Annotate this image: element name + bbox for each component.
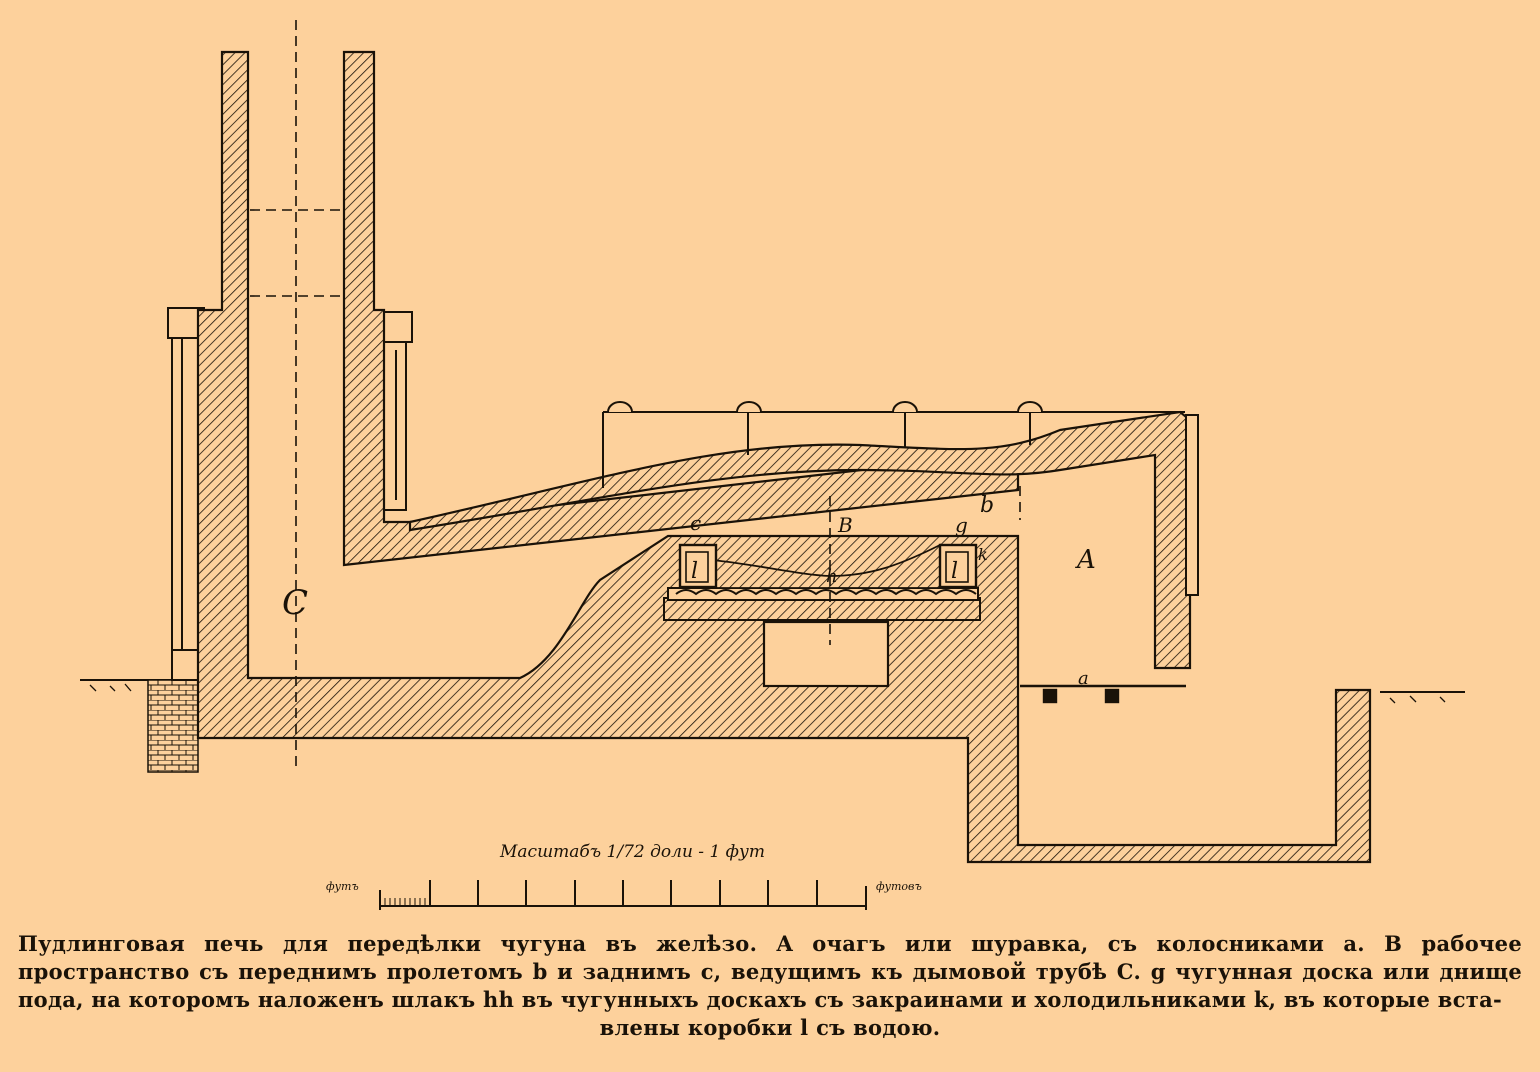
label-box-right: l <box>951 559 958 584</box>
scale-right-unit: футовъ <box>876 880 922 893</box>
label-chimney: C <box>282 583 308 623</box>
label-hearth: A <box>1075 545 1096 575</box>
furnace-masonry <box>196 50 1372 864</box>
label-plate: g <box>955 513 968 537</box>
roof-frame <box>602 401 1199 596</box>
scale-bar: Масштабъ 1/72 доли - 1 фут футъ футовъ <box>326 842 922 910</box>
axis-lines <box>250 20 1021 770</box>
label-grate: a <box>1078 668 1089 689</box>
label-slag: h <box>826 566 838 587</box>
scale-title: Масштабъ 1/72 доли - 1 фут <box>499 842 765 862</box>
label-coolers: k <box>978 545 988 564</box>
label-box-left: l <box>691 559 698 584</box>
label-work-space: B <box>837 513 853 537</box>
caption-main: Пудлинговая печь для передѣлки чугуна въ… <box>18 931 1522 1012</box>
grate-bars <box>1020 684 1186 704</box>
hearth-bed <box>663 543 981 621</box>
furnace-roof <box>408 410 1192 670</box>
label-rear-opening: c <box>690 511 701 535</box>
ash-pit <box>762 620 890 688</box>
caption-last-line: влены коробки l съ водою. <box>599 1015 941 1040</box>
figure-caption: Пудлинговая печь для передѣлки чугуна въ… <box>18 930 1522 1042</box>
chimney-wall-right <box>342 50 1020 567</box>
furnace-drawing: C A B b c g a l l k h Масштабъ 1/72 доли… <box>80 20 1465 910</box>
brick-foundation <box>147 679 199 773</box>
scale-left-unit: футъ <box>326 880 359 893</box>
chimney-casing <box>167 307 413 681</box>
label-front-opening: b <box>980 493 994 518</box>
